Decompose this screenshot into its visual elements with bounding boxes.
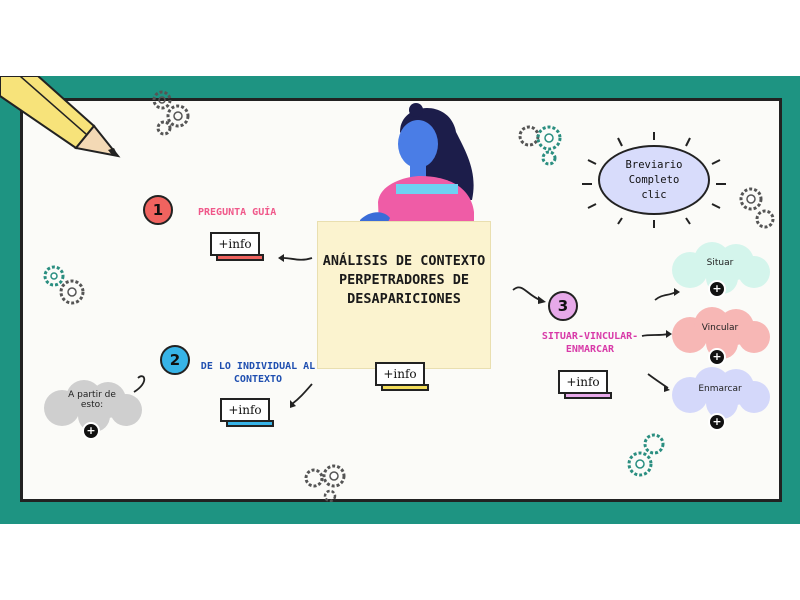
- step-3-info-shadow: [564, 392, 612, 399]
- center-title: ANÁLISIS DE CONTEXTO PERPETRADORES DE DE…: [322, 253, 486, 307]
- step-2-info-button[interactable]: +info: [220, 398, 274, 427]
- breviary-line1: Breviario: [625, 159, 683, 171]
- arrow-icon: [283, 257, 313, 261]
- step-1-badge: 1: [143, 195, 173, 225]
- step-2-info-shadow: [226, 420, 274, 427]
- arrow-icon: [647, 373, 669, 389]
- gear-icon: [304, 464, 346, 502]
- step-2-label-line2: CONTEXTO: [233, 374, 283, 385]
- breviary-line2: Completo: [628, 174, 680, 186]
- step-3-badge: 3: [548, 291, 578, 321]
- arrow-icon: [291, 383, 313, 405]
- cloud-vincular: [672, 307, 770, 359]
- arrow-icon: [641, 333, 669, 337]
- step-3-label: SITUAR-VINCULAR- ENMARCAR: [530, 330, 650, 356]
- breviary-line3: clic: [641, 189, 667, 201]
- breviary-button[interactable]: Breviario Completo clic: [598, 145, 710, 215]
- gear-icon: [43, 265, 85, 305]
- arrow-icon: [133, 375, 146, 393]
- gear-icon: [739, 187, 775, 229]
- center-info-shadow: [381, 384, 429, 391]
- center-info-button[interactable]: +info: [375, 362, 429, 391]
- step-3-label-line2: ENMARCAR: [565, 344, 615, 355]
- step-1-info-label: +info: [218, 237, 252, 251]
- cloud-enmarcar-label: Enmarcar: [698, 384, 742, 394]
- step-2-label: DE LO INDIVIDUAL AL CONTEXTO: [198, 360, 318, 386]
- cloud-gray-line2: esto:: [80, 400, 104, 410]
- step-3-label-line1: SITUAR-VINCULAR-: [541, 331, 639, 342]
- center-card: [318, 222, 490, 368]
- cloud-enmarcar-plus-button[interactable]: +: [708, 413, 726, 431]
- step-2-badge: 2: [160, 345, 190, 375]
- cloud-vincular-plus-button[interactable]: +: [708, 348, 726, 366]
- step-3-info-button[interactable]: +info: [558, 370, 612, 399]
- gear-icon: [627, 433, 665, 477]
- cloud-situar-label: Situar: [706, 258, 734, 268]
- cloud-situar-plus-button[interactable]: +: [708, 280, 726, 298]
- pencil-icon: [0, 76, 121, 158]
- step-3-info-label: +info: [566, 375, 600, 389]
- sunburst-icon: [582, 132, 726, 228]
- gear-icon: [518, 125, 562, 166]
- step-1-info-button[interactable]: +info: [210, 232, 264, 261]
- step-2-label-line1: DE LO INDIVIDUAL AL: [200, 361, 316, 372]
- cloud-gray-plus-button[interactable]: +: [82, 422, 100, 440]
- arrow-icon: [512, 286, 541, 301]
- step-1-label: PREGUNTA GUÍA: [198, 207, 277, 218]
- step-1-info-shadow: [216, 254, 264, 261]
- gear-icon: [152, 90, 190, 136]
- cloud-gray-line1: A partir de: [68, 390, 116, 400]
- center-info-label: +info: [383, 367, 417, 381]
- cloud-enmarcar: [672, 367, 770, 419]
- cloud-situar: [672, 242, 770, 294]
- cloud-gray-text: A partir de esto:: [52, 390, 132, 410]
- step-2-info-label: +info: [228, 403, 262, 417]
- cloud-vincular-label: Vincular: [701, 323, 739, 333]
- arrow-icon: [654, 291, 677, 301]
